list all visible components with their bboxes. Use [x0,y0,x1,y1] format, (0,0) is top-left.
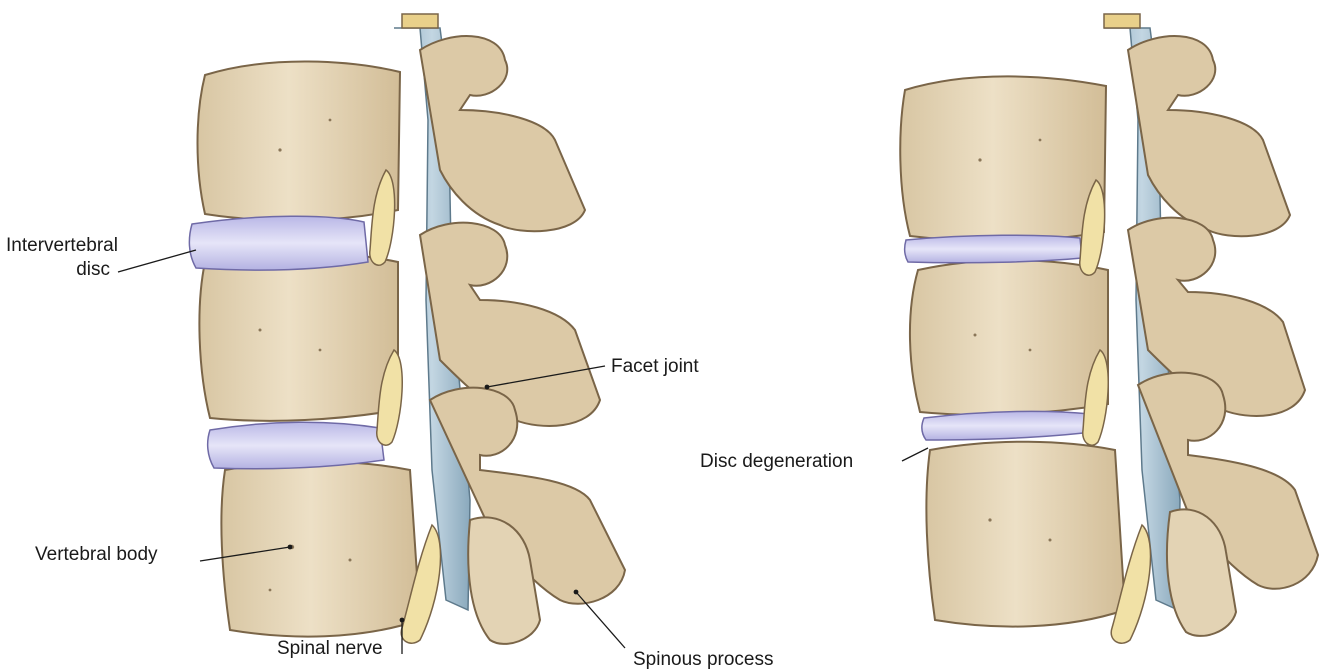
label-intervertebral-disc-line1: Intervertebral [6,234,110,258]
disc-lower [208,422,384,468]
vertebral-bodies [198,61,421,636]
label-intervertebral-disc: Intervertebral disc [6,234,110,282]
leader-spinous-process [576,592,625,648]
disc-upper [189,216,368,270]
label-intervertebral-disc-line2: disc [6,258,110,282]
label-spinous-process: Spinous process [633,648,773,672]
healthy-spine [189,14,625,644]
label-spinal-nerve: Spinal nerve [277,637,383,661]
degenerated-spine [900,14,1318,643]
vertebral-bodies-right [900,76,1125,626]
leader-disc-degeneration [902,448,928,461]
label-disc-degeneration: Disc degeneration [700,450,853,474]
label-facet-joint: Facet joint [611,355,699,379]
label-vertebral-body: Vertebral body [35,543,158,567]
leader-intervertebral-disc [118,250,196,272]
